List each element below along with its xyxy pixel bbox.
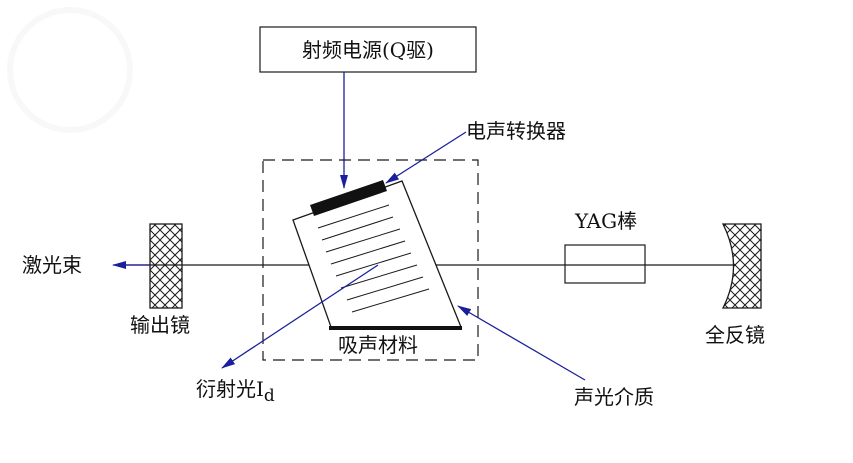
diffracted-light-sub: d — [264, 386, 275, 406]
absorber-label: 吸声材料 — [338, 333, 418, 357]
q-switch-enclosure — [262, 159, 479, 361]
acoustic-wavefronts — [317, 204, 430, 313]
diffracted-light-main: 衍射光I — [196, 377, 264, 401]
diffracted-light-ray — [221, 264, 379, 369]
transducer-label: 电声转换器 — [466, 119, 566, 143]
laser-beam-label: 激光束 — [22, 253, 82, 277]
ao-cell — [292, 180, 462, 330]
total-reflector-label: 全反镜 — [705, 323, 765, 347]
total-reflector — [721, 223, 762, 309]
rf-source-label: 射频电源(Q驱) — [302, 38, 434, 62]
diffracted-light-label: 衍射光Id — [196, 377, 275, 406]
yag-rod — [564, 244, 646, 284]
transducer — [310, 180, 387, 216]
ao-medium-label: 声光介质 — [574, 385, 654, 409]
rf-source-box — [259, 26, 477, 73]
watermark — [7, 7, 133, 133]
yag-rod-label: YAG棒 — [574, 209, 637, 233]
output-mirror — [149, 223, 183, 309]
output-mirror-label: 输出镜 — [130, 313, 190, 337]
ao-medium-arrow — [457, 305, 586, 381]
transducer-arrow — [385, 131, 467, 184]
